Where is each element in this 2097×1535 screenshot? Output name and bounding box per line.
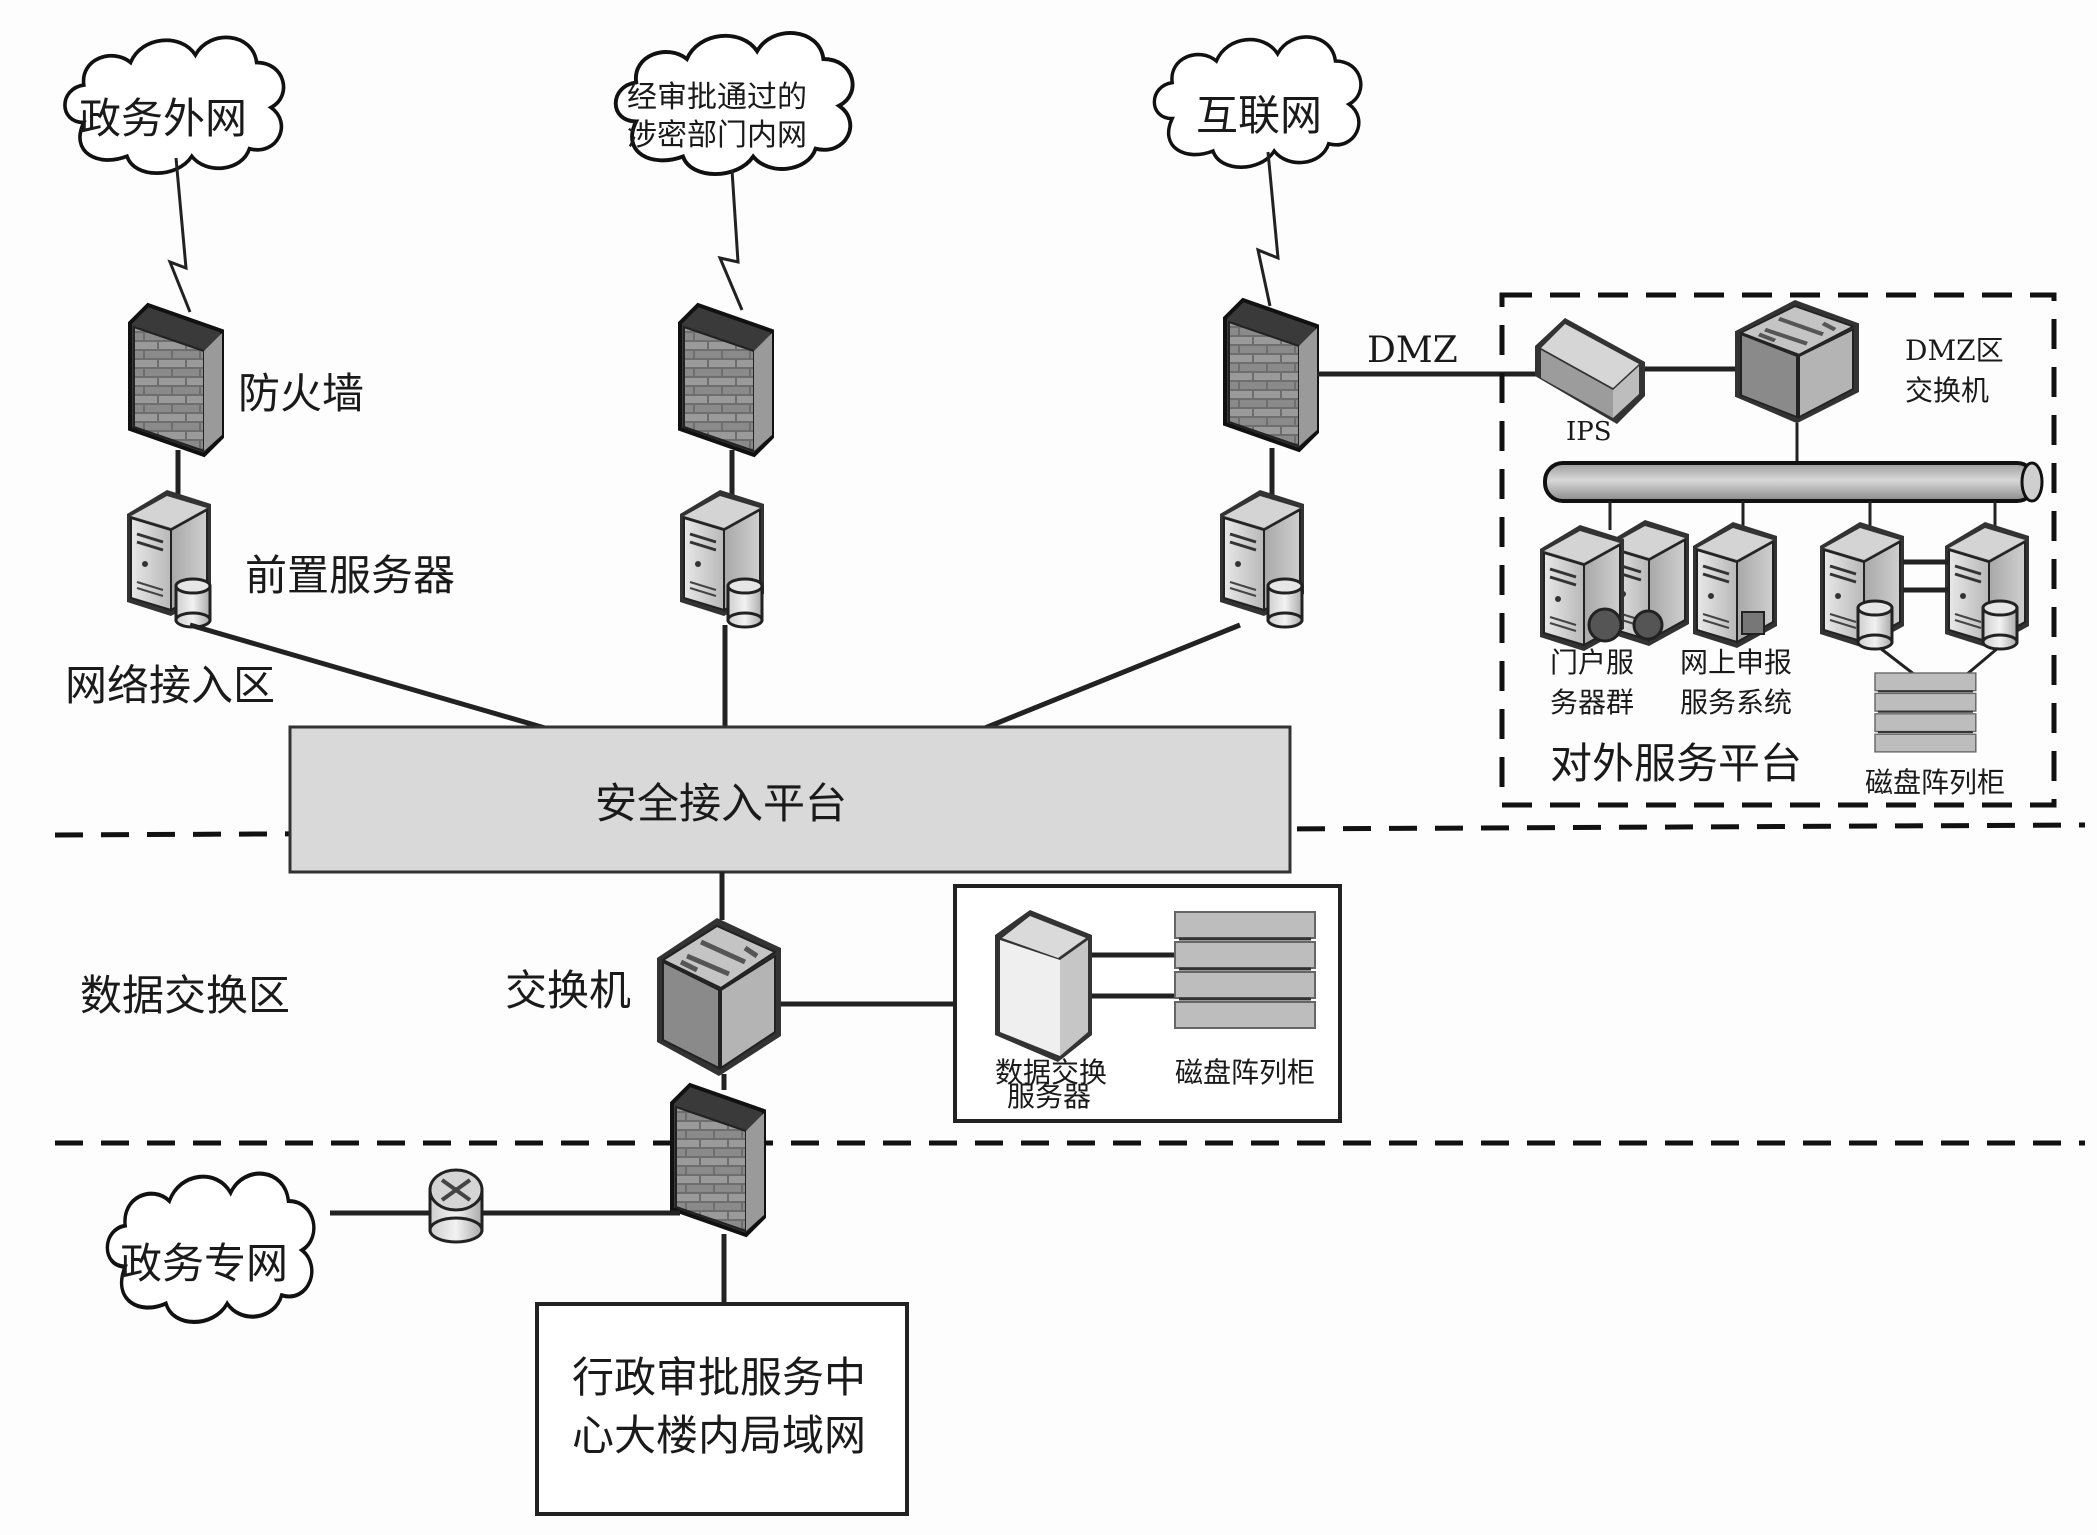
exchange-server-label-line1: 数据交换: [995, 1056, 1107, 1089]
ips-icon: [1535, 318, 1645, 424]
front-server-label: 前置服务器: [245, 551, 455, 600]
zone-label-exchange: 数据交换区: [80, 971, 290, 1020]
zone-label-access: 网络接入区: [65, 661, 275, 710]
firewall-icon-3: [1223, 298, 1319, 452]
secure-access-platform: [288, 725, 1292, 874]
building-lan-box: [535, 1302, 909, 1516]
dmz-database-icon-2: [1981, 599, 2019, 651]
dmz-switch-label-line2: 交换机: [1905, 374, 1989, 407]
ips-label: IPS: [1566, 417, 1612, 447]
exchange-server-icon: [995, 910, 1092, 1062]
disk-array-label: 磁盘阵列柜: [1175, 1056, 1315, 1089]
wire-db1-disk: [1879, 646, 1916, 677]
classified-intranet-label-line1: 经审批通过的: [627, 80, 807, 115]
firewall-icon-2: [678, 303, 774, 457]
portal-server-cluster-icon: [1538, 518, 1691, 653]
dmz-disk-array-icon: [1873, 671, 1977, 753]
gov-private-label: 政务专网: [120, 1239, 288, 1288]
core-switch-icon: [657, 918, 781, 1076]
lightning-link-classified: [717, 169, 744, 311]
online-label-line2: 服务系统: [1680, 686, 1792, 719]
external-service-platform-label: 对外服务平台: [1550, 739, 1802, 788]
database-icon-3: [1266, 577, 1304, 629]
gov-external-label: 政务外网: [79, 94, 247, 143]
dmz-backbone-bus: [1543, 461, 2044, 503]
portal-label-line1: 门户服: [1550, 646, 1634, 679]
online-declaration-server-icon: [1691, 520, 1779, 650]
internet-label: 互联网: [1196, 91, 1322, 140]
wire-server3-platform: [984, 622, 1241, 731]
wire-db2-disk: [1965, 646, 1999, 677]
dmz-disk-array-label: 磁盘阵列柜: [1865, 766, 2005, 799]
router-icon: [428, 1168, 484, 1244]
switch-label: 交换机: [505, 966, 631, 1015]
building-lan-label-line2: 心大楼内局域网: [572, 1411, 866, 1460]
lightning-link-internet: [1255, 151, 1280, 307]
building-lan-label-line1: 行政审批服务中: [572, 1353, 866, 1402]
wire-server1-platform: [189, 622, 546, 731]
lightning-link-gov-external: [167, 157, 192, 313]
dmz-switch-label-line1: DMZ区: [1905, 334, 2004, 367]
classified-intranet-label-line2: 涉密部门内网: [627, 118, 807, 153]
dmz-switch-icon: [1735, 300, 1859, 423]
disk-array-icon: [1173, 910, 1317, 1030]
database-icon-2: [726, 577, 764, 629]
portal-label-line2: 务器群: [1550, 686, 1634, 719]
online-label-line1: 网上申报: [1680, 646, 1792, 679]
dmz-database-icon-1: [1856, 599, 1894, 651]
firewall-icon-1: [128, 303, 224, 457]
firewall-label: 防火墙: [238, 369, 364, 418]
exchange-server-label-line2: 服务器: [1007, 1080, 1091, 1113]
database-icon-1: [174, 577, 212, 629]
secure-access-platform-label: 安全接入平台: [595, 779, 847, 828]
dmz-link-label: DMZ: [1367, 330, 1458, 371]
firewall-icon-bottom: [670, 1083, 766, 1237]
